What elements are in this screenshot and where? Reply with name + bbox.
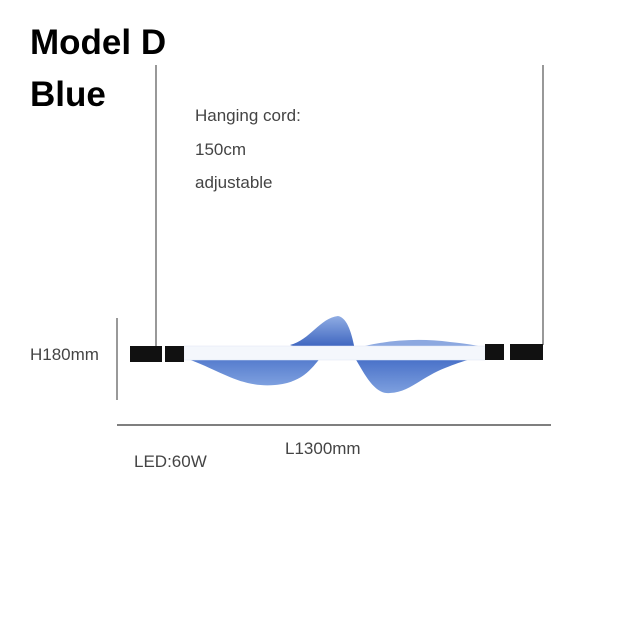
ribbon-peak — [290, 316, 355, 350]
left-end-cap — [130, 346, 162, 362]
color-title: Blue — [30, 75, 106, 114]
led-tube — [183, 345, 486, 361]
right-end-cap — [510, 344, 543, 360]
cord-length: 150cm — [195, 140, 247, 159]
power-label: LED:60W — [134, 452, 207, 471]
cord-note: adjustable — [195, 173, 273, 192]
ribbon-lower-right — [355, 356, 480, 394]
length-label: L1300mm — [285, 439, 361, 458]
left-inner-cap — [165, 346, 184, 362]
height-label: H180mm — [30, 345, 99, 364]
right-inner-cap — [485, 344, 504, 360]
model-title: Model D — [30, 23, 167, 62]
cord-label: Hanging cord: — [195, 106, 301, 125]
